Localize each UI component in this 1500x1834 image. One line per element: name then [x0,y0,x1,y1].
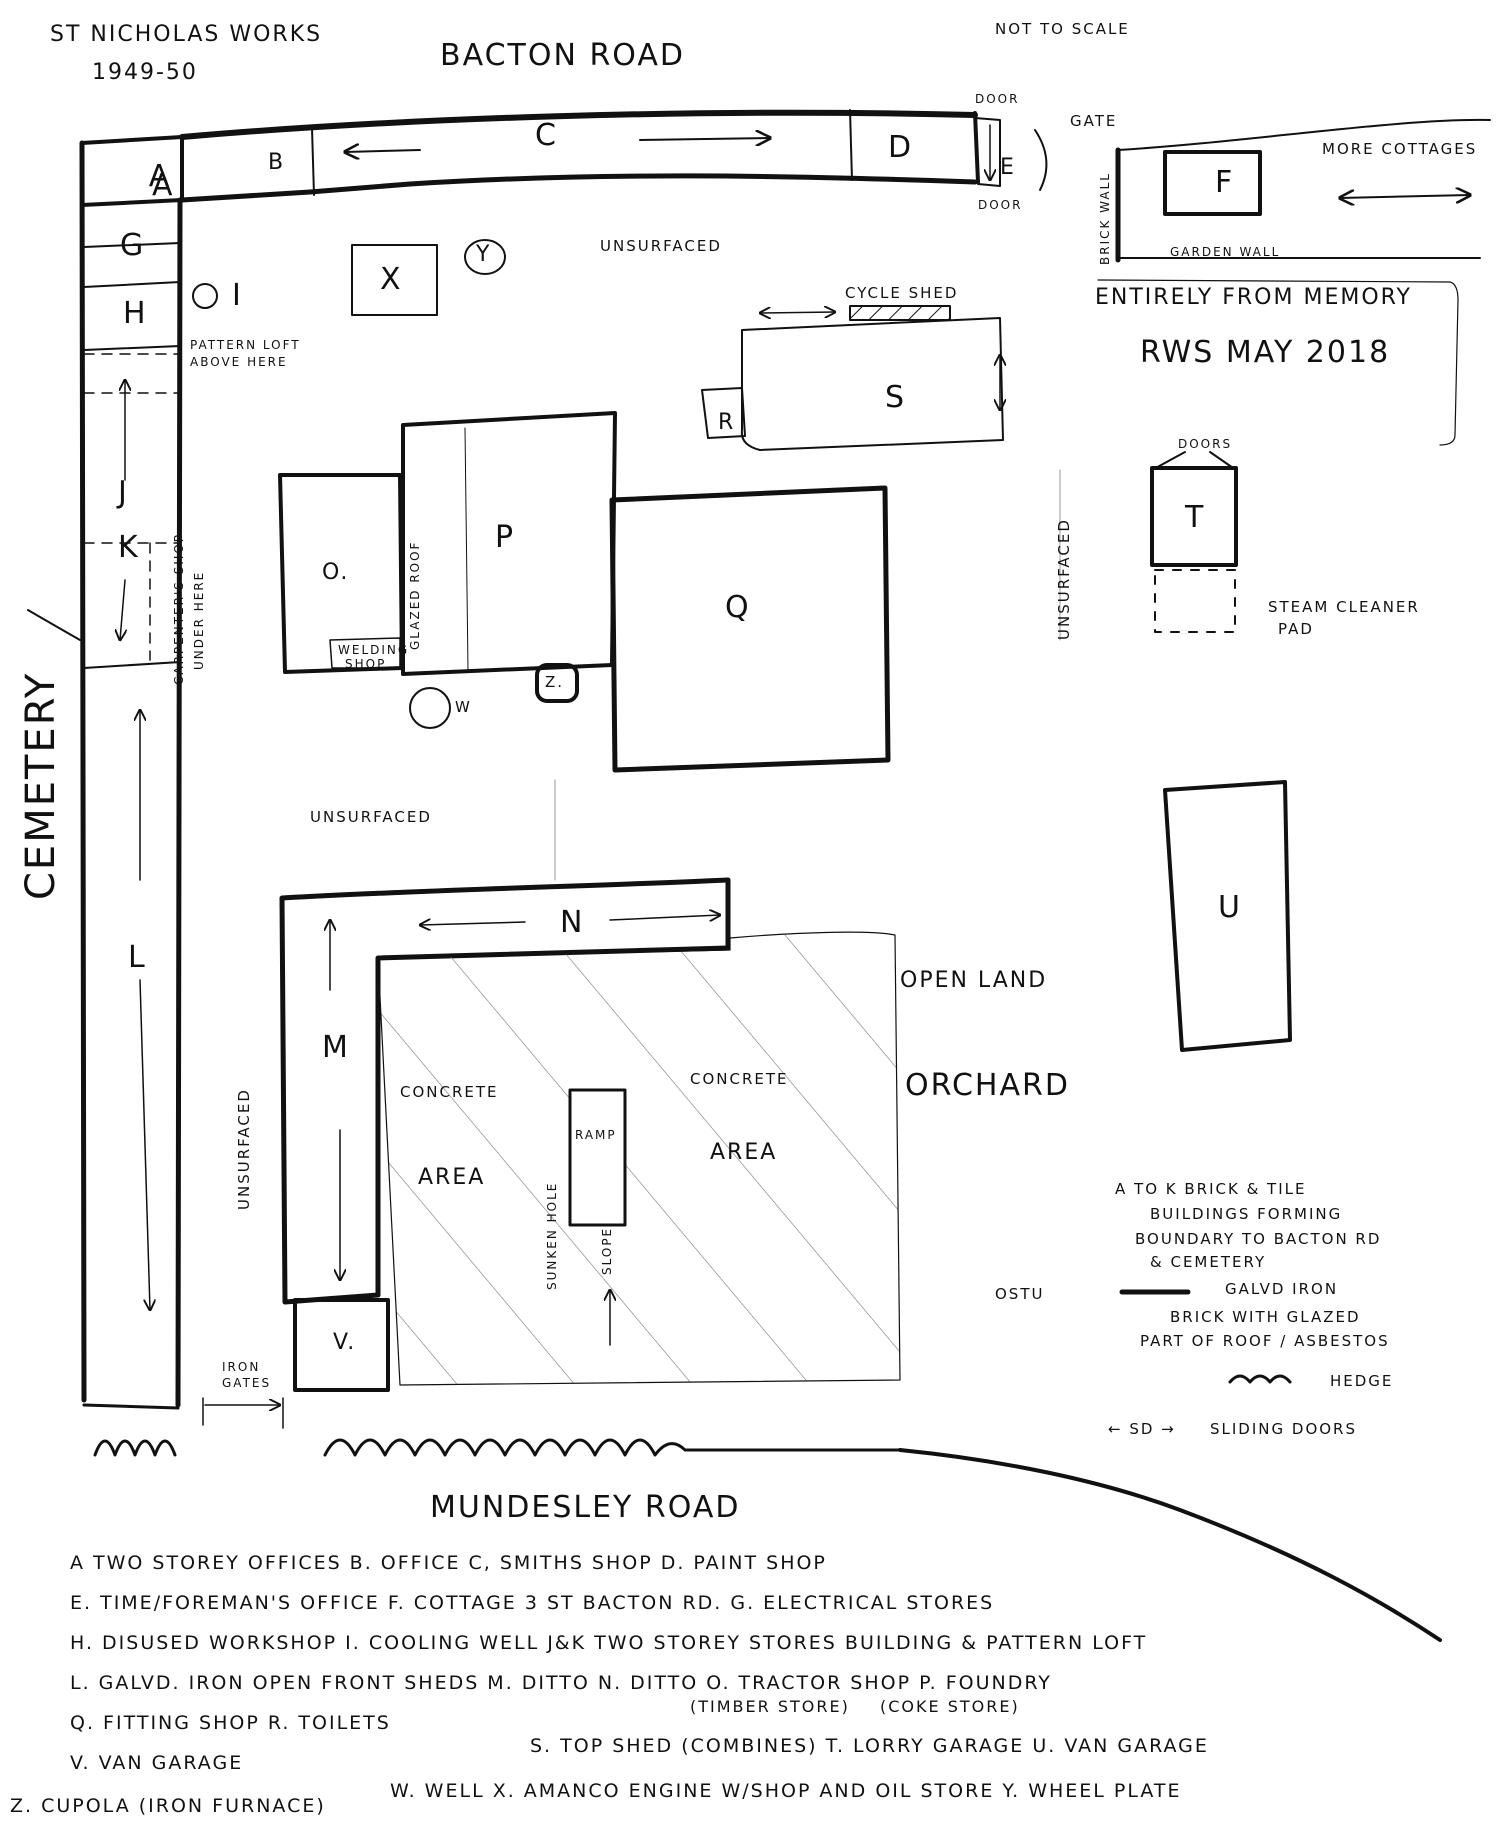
building-l: L [128,940,147,975]
pattern-loft-label: PATTERN LOFT [190,338,301,352]
steam-cleaner-label: STEAM CLEANER [1268,598,1420,616]
legend-line: Z. CUPOLA (IRON FURNACE) [10,1795,326,1817]
building-letters: A [149,159,172,194]
iron-gates-label-2: GATES [222,1376,272,1390]
building-g: G [120,228,146,263]
building-q: Q [725,590,751,625]
site-title: ST NICHOLAS WORKS [50,22,323,47]
building-d: D [888,130,914,165]
building-v: V. [333,1330,357,1355]
cemetery-label: CEMETERY [18,671,64,900]
concrete-left-label: CONCRETE [400,1083,499,1101]
key-hedge: HEDGE [1330,1372,1394,1390]
area-right-label: AREA [710,1140,778,1165]
welding-shop-label-2: SHOP [345,657,387,671]
legend-line: H. DISUSED WORKSHOP I. COOLING WELL J&K … [70,1632,1148,1654]
road-bacton: BACTON ROAD [440,38,685,73]
key-p-brick-1: BRICK WITH GLAZED [1170,1308,1361,1326]
key-sd-symbol: ← SD → [1108,1420,1176,1438]
legend-line: Q. FITTING SHOP R. TOILETS [70,1712,391,1734]
orchard-label: ORCHARD [905,1068,1070,1103]
legend-n-note: (COKE STORE) [880,1697,1020,1716]
unsurfaced-mid-label: UNSURFACED [310,808,432,826]
open-land-label: OPEN LAND [900,968,1048,993]
building-u: U [1218,890,1242,925]
building-i: I [232,278,243,313]
key-a-to-k-4: & CEMETERY [1150,1253,1267,1271]
key-p-brick-2: PART OF ROOF / ASBESTOS [1140,1332,1390,1350]
building-a: A [152,168,175,203]
site-years: 1949-50 [92,60,198,85]
legend-m-note: (TIMBER STORE) [690,1697,850,1716]
building-z: Z. [545,673,565,691]
concrete-right-label: CONCRETE [690,1070,789,1088]
building-y: Y [476,242,492,267]
unsurfaced-right-label: UNSURFACED [1055,518,1073,640]
sunken-hole-label: SUNKEN HOLE [545,1181,559,1290]
key-a-to-k-2: BUILDINGS FORMING [1150,1205,1343,1223]
building-x: X [380,262,403,297]
iron-gates-label: IRON [222,1360,261,1374]
door-label-bottom: DOOR [978,198,1023,212]
building-m: M [322,1030,350,1065]
building-s: S [885,380,907,415]
carpenters-shop-label-2: UNDER HERE [192,570,206,670]
building-e: E [1000,155,1016,180]
legend-line-s: S. TOP SHED (COMBINES) T. LORRY GARAGE U… [530,1735,1209,1757]
building-h: H [123,296,148,331]
author-signature: RWS MAY 2018 [1140,335,1391,370]
garden-wall-label: GARDEN WALL [1170,245,1281,259]
legend-line: V. VAN GARAGE [70,1752,244,1774]
slope-label: SLOPE [600,1226,614,1275]
carpenters-shop-label: CARPENTER'S SHOP [172,532,186,685]
building-t: T [1185,500,1206,535]
building-j: J [118,475,129,510]
ramp-label: RAMP [575,1128,617,1142]
building-p: P [495,520,516,555]
building-k: K [118,530,140,565]
legend-line: E. TIME/FOREMAN'S OFFICE F. COTTAGE 3 ST… [70,1592,995,1614]
key-a-to-k-1: A TO K BRICK & TILE [1115,1180,1307,1198]
area-left-label: AREA [418,1165,486,1190]
more-cottages-label: MORE COTTAGES [1322,140,1478,158]
door-label-top: DOOR [975,92,1020,106]
letter-a: A [149,159,172,194]
key-a-to-k-3: BOUNDARY TO BACTON RD [1135,1230,1382,1248]
brick-wall-label: BRICK WALL [1098,172,1112,265]
scale-note: NOT TO SCALE [995,20,1130,38]
building-n: N [560,905,585,940]
building-c: C [535,118,558,153]
cycle-shed-label: CYCLE SHED [845,284,959,302]
doors-label: DOORS [1178,437,1233,451]
key-galv-iron: GALVD IRON [1225,1280,1339,1298]
key-ostu: OSTU [995,1285,1045,1303]
road-mundesley: MUNDESLEY ROAD [430,1490,741,1525]
welding-shop-label: WELDING [338,643,410,657]
steam-cleaner-label-2: PAD [1278,620,1314,638]
building-w: W [455,698,472,716]
legend-line-w: W. WELL X. AMANCO ENGINE W/SHOP AND OIL … [390,1780,1182,1802]
legend-line: L. GALVD. IRON OPEN FRONT SHEDS M. DITTO… [70,1672,1052,1694]
building-b: B [268,150,286,175]
pattern-loft-label-2: ABOVE HERE [190,355,288,369]
building-row-cemetery [27,140,183,1410]
unsurfaced-left-label: UNSURFACED [235,1088,253,1210]
key-sliding-doors: SLIDING DOORS [1210,1420,1357,1438]
unsurfaced-top-label: UNSURFACED [600,237,722,255]
gate-label: GATE [1070,112,1118,130]
building-f: F [1215,165,1235,200]
memory-note: ENTIRELY FROM MEMORY [1095,285,1412,310]
legend-line: A TWO STOREY OFFICES B. OFFICE C, SMITHS… [70,1552,827,1574]
glazed-roof-label: GLAZED ROOF [408,540,422,650]
building-r: R [718,410,736,435]
building-o: O. [322,560,350,585]
